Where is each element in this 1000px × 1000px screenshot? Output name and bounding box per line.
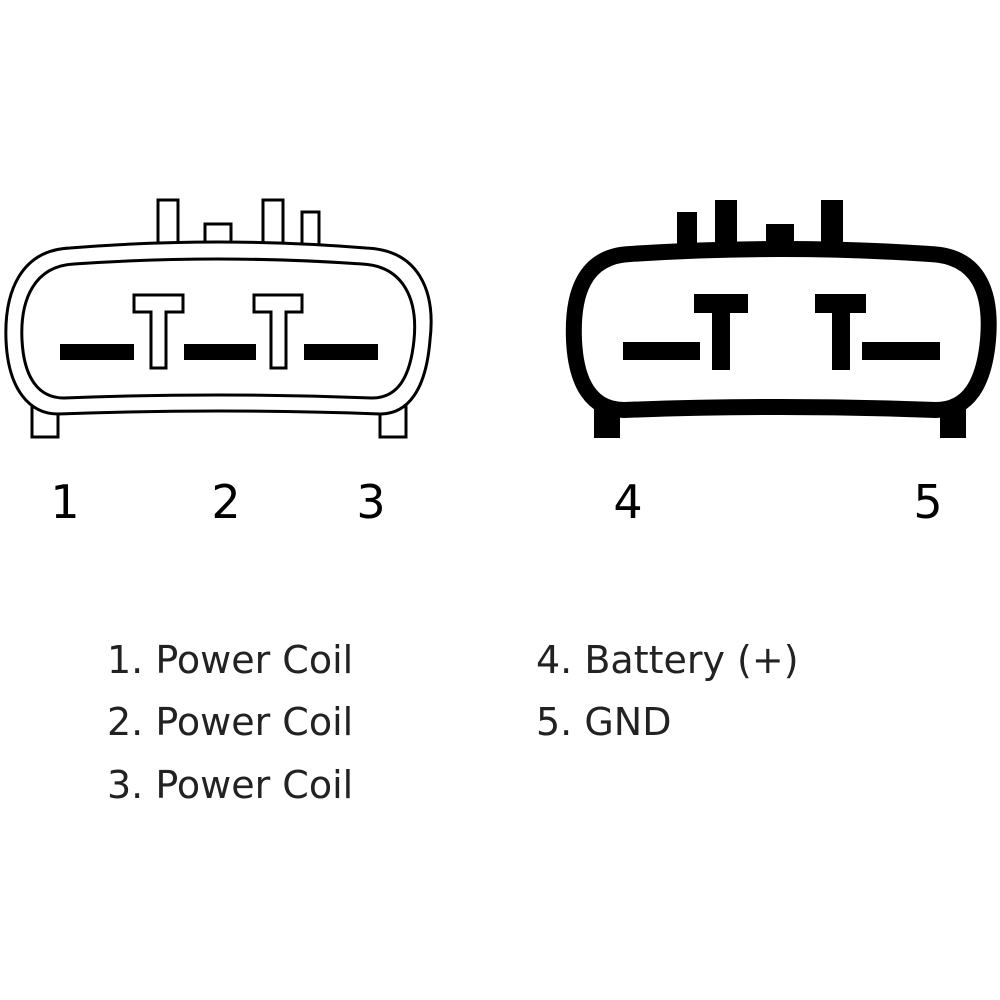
left-t-terminal-1 [132,293,185,370]
pin-number-2: 2 [211,475,240,529]
left-blade-1 [60,344,134,360]
right-top-tab-1 [677,212,697,248]
left-top-tab-1 [156,198,180,250]
right-t-terminal-1 [694,294,748,370]
legend-item-4: 4. Battery (+) [536,638,799,682]
right-top-tab-2 [715,200,737,248]
legend-item-5: 5. GND [536,700,672,744]
right-connector [565,200,997,438]
left-shell-inner [20,257,417,400]
legend-item-3: 3. Power Coil [107,763,354,807]
pin-number-4: 4 [613,475,642,529]
left-terminals [60,293,378,370]
left-blade-2 [184,344,256,360]
pin-number-3: 3 [356,475,385,529]
left-t-terminal-2 [252,293,304,370]
right-shell [565,241,997,419]
legend-item-2: 2. Power Coil [107,700,354,744]
legend-item-1: 1. Power Coil [107,638,354,682]
right-top-tab-4 [821,200,843,248]
pin-number-1: 1 [50,475,79,529]
right-blade-2 [862,342,940,360]
left-connector [4,198,433,439]
left-shell-outer [4,240,433,416]
right-blade-1 [623,342,700,360]
right-t-terminal-2 [815,294,866,370]
pin-number-5: 5 [913,475,942,529]
left-top-tab-3 [261,198,285,250]
left-blade-3 [304,344,378,360]
